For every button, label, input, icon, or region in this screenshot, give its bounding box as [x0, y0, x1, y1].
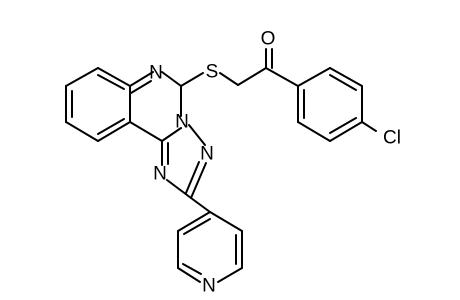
bond: [217, 267, 243, 283]
bond: [166, 179, 192, 199]
bond: [65, 67, 99, 87]
atom-n-bridgehead: N: [175, 112, 189, 133]
bond: [188, 124, 206, 146]
bond: [97, 121, 131, 142]
bond: [329, 67, 363, 87]
bond: [219, 72, 239, 86]
bond: [329, 74, 357, 91]
atom-n-triazole-lower: N: [153, 164, 167, 185]
atom-s: S: [206, 62, 219, 83]
bond: [237, 67, 267, 86]
bond: [329, 121, 363, 142]
bond: [97, 118, 125, 135]
bond: [177, 211, 211, 232]
bond: [97, 74, 125, 90]
bond: [190, 197, 211, 213]
atom-n-pyridine: N: [202, 276, 216, 297]
bond: [65, 121, 99, 142]
bond: [209, 211, 243, 232]
bond: [177, 267, 201, 283]
bond: [190, 162, 207, 199]
atom-n-quinazoline: N: [149, 63, 163, 84]
bond: [297, 67, 331, 87]
atom-o: O: [261, 29, 276, 50]
atom-cl: Cl: [383, 128, 401, 149]
atom-labels: N N N N N S O Cl: [149, 29, 401, 297]
bond: [183, 218, 211, 235]
atom-n-triazole-upper: N: [200, 144, 214, 165]
bond: [329, 117, 357, 134]
bond: [361, 121, 377, 132]
bond: [265, 67, 299, 87]
bond: [161, 71, 182, 87]
bond: [129, 121, 163, 142]
bond: [129, 71, 154, 87]
bond: [185, 161, 200, 194]
bond: [97, 67, 131, 87]
bond: [297, 121, 331, 142]
bond: [161, 127, 182, 142]
bond: [182, 263, 202, 275]
bonds: [65, 48, 377, 283]
bond: [130, 80, 152, 94]
bond: [180, 72, 204, 87]
